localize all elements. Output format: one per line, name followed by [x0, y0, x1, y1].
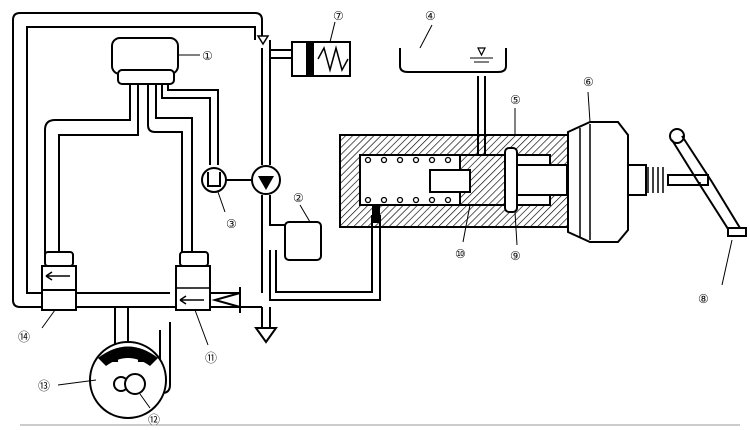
- return-arrow-icon: [256, 35, 270, 46]
- reservoir: [399, 47, 507, 73]
- label-solenoid-valve-left: ⑭: [18, 330, 30, 344]
- sensor: [113, 373, 146, 395]
- pump-motor: [201, 167, 252, 193]
- pressure-switch: [284, 221, 322, 261]
- label-pump-motor: ③: [226, 217, 237, 231]
- label-solenoid-valve-right: ⑪: [205, 351, 217, 365]
- drain-arrow-icon: [254, 327, 278, 344]
- label-ecu: ①: [202, 49, 213, 63]
- label-brake-pedal: ⑧: [698, 292, 709, 306]
- ecu-unit: [111, 37, 179, 85]
- label-piston: ⑨: [510, 249, 521, 263]
- brake-pedal: [669, 128, 747, 237]
- label-brake-booster: ⑥: [583, 75, 594, 89]
- solenoid-valve-left: [41, 251, 77, 311]
- label-reservoir: ④: [425, 9, 436, 23]
- brake-booster: [567, 121, 709, 243]
- flow-arrow-icon: [211, 287, 241, 313]
- label-wheel-cylinder: ⑬: [38, 379, 50, 393]
- master-cylinder: [339, 134, 571, 228]
- label-pressure-switch: ②: [293, 191, 304, 205]
- solenoid-valve-right: [175, 251, 211, 311]
- label-valve: ⑩: [455, 247, 466, 261]
- label-accumulator: ⑦: [333, 9, 344, 23]
- pump: [251, 165, 281, 195]
- accumulator: [291, 41, 351, 77]
- label-sensor: ⑫: [148, 413, 160, 427]
- label-master-cylinder: ⑤: [510, 93, 521, 107]
